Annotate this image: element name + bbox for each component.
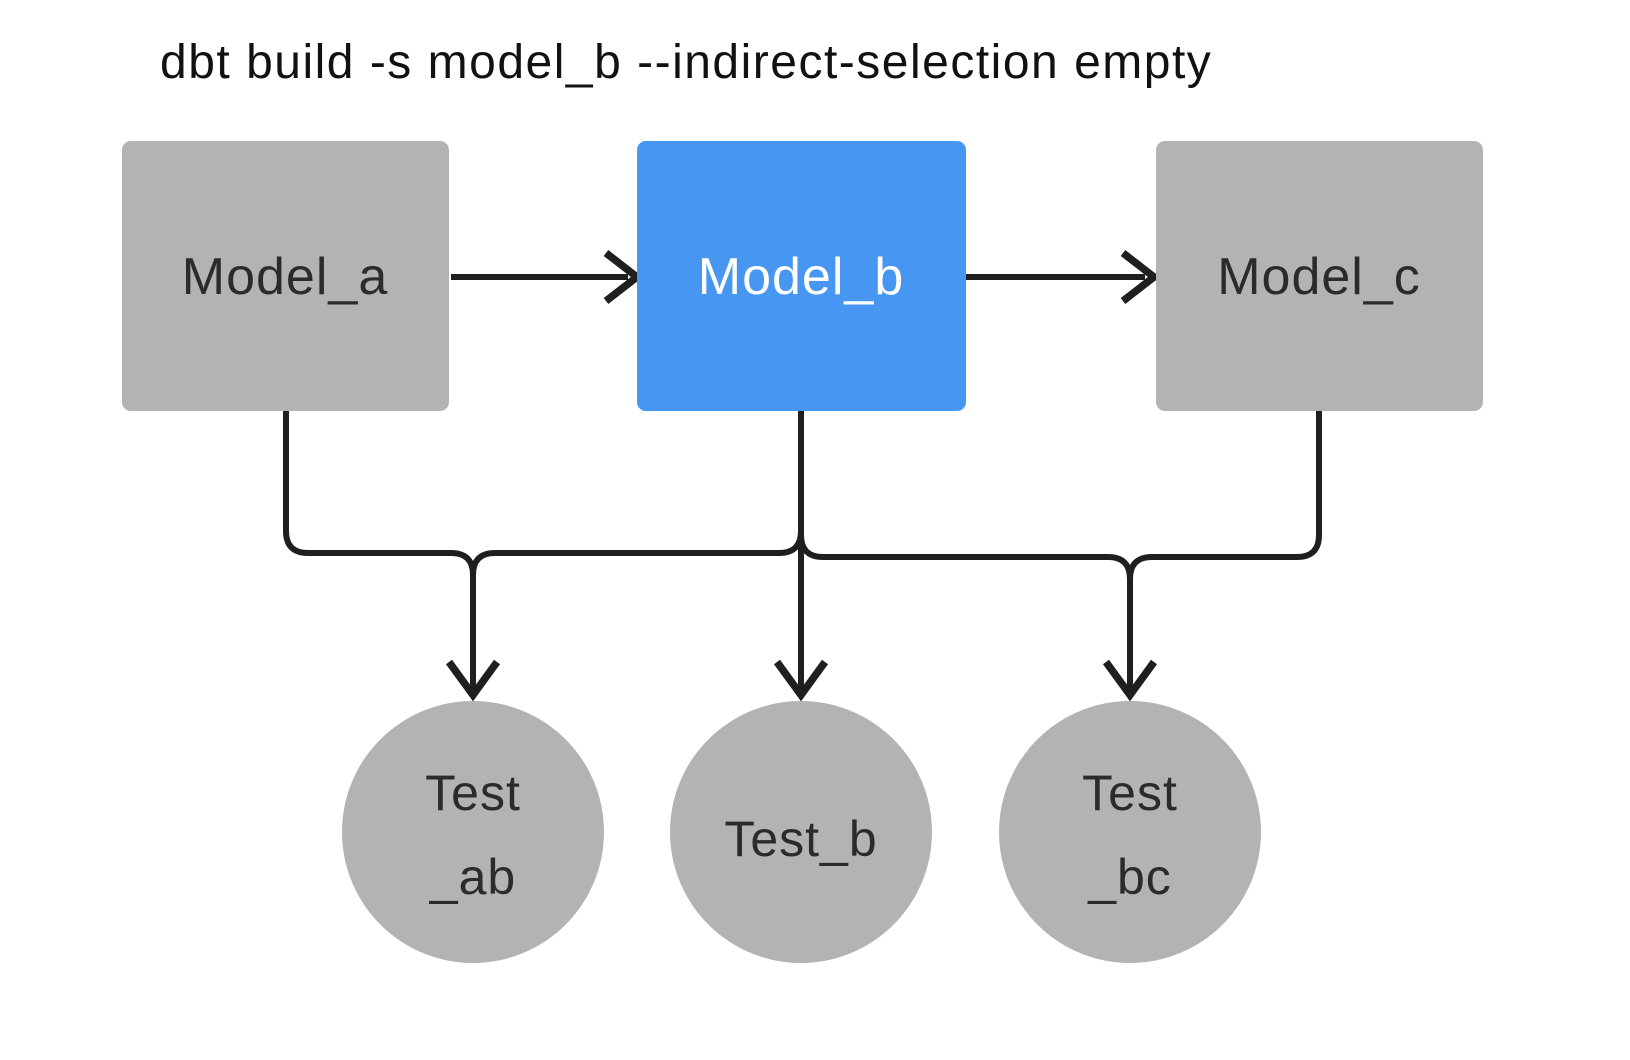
arrowhead-down-into-test-b-icon (773, 659, 829, 702)
edge-model-b-to-test-ab (470, 530, 804, 576)
test-bc-label-line2: _bc (1087, 849, 1172, 905)
model-c-label: Model_c (1217, 248, 1421, 306)
edge-model-a-to-test-ab (283, 405, 476, 693)
arrowhead-down-into-test-bc-icon (1102, 659, 1158, 702)
edge-model-b-to-test-bc (798, 534, 1133, 580)
test-b-label: Test_b (724, 811, 877, 867)
model-b-node: Model_b (637, 141, 966, 411)
arrowhead-down-into-test-ab-icon (445, 659, 501, 702)
test-ab-node: Test _ab (342, 701, 604, 963)
test-b-node: Test_b (670, 701, 932, 963)
model-a-node: Model_a (122, 141, 449, 411)
model-c-node: Model_c (1156, 141, 1483, 411)
model-c-box (1156, 141, 1483, 411)
test-bc-label-line1: Test (1082, 765, 1178, 821)
test-ab-circle (342, 701, 604, 963)
edge-model-c-to-test-bc (1127, 405, 1322, 693)
edge-group (283, 250, 1322, 702)
command-title: dbt build -s model_b --indirect-selectio… (160, 36, 1212, 89)
model-b-label: Model_b (698, 248, 904, 306)
test-bc-circle (999, 701, 1261, 963)
model-b-box-selected (637, 141, 966, 411)
model-a-box (122, 141, 449, 411)
test-ab-label-line2: _ab (429, 849, 516, 905)
test-ab-label-line1: Test (425, 765, 521, 821)
arrowhead-right-into-model-c-icon (1120, 250, 1161, 304)
test-b-circle (670, 701, 932, 963)
model-a-label: Model_a (182, 248, 388, 306)
test-bc-node: Test _bc (999, 701, 1261, 963)
